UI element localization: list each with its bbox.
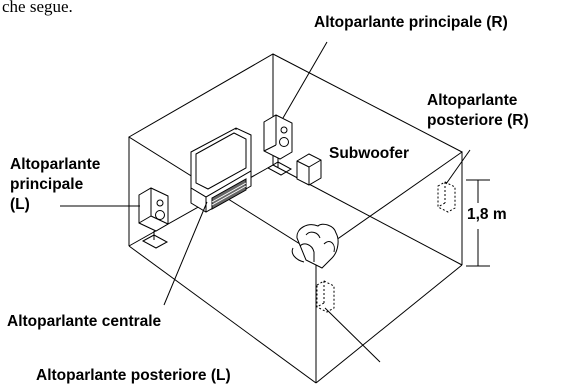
armchair (291, 223, 339, 269)
label-subwoofer: Subwoofer (329, 145, 410, 162)
height-dimension (466, 179, 490, 267)
main-speaker-right (263, 114, 293, 176)
label-main-speaker-left-line3: (L) (10, 196, 30, 213)
intro-text: che segue. (2, 0, 73, 16)
leader-lines (60, 41, 471, 363)
label-main-speaker-right: Altoparlante principale (R) (314, 14, 508, 31)
rear-speaker-right (437, 181, 456, 213)
label-main-speaker-left-line2: principale (10, 176, 84, 193)
main-speaker-left (138, 187, 169, 249)
rear-speaker-left (316, 280, 335, 313)
label-main-speaker-left-line1: Altoparlante (10, 156, 101, 173)
label-rear-speaker-left: Altoparlante posteriore (L) (36, 367, 231, 384)
tv-and-center-speaker (190, 127, 252, 213)
room-outline (128, 53, 463, 384)
subwoofer-box (296, 153, 322, 186)
label-center-speaker: Altoparlante centrale (7, 313, 162, 330)
label-rear-speaker-right-line1: Altoparlante (427, 92, 518, 109)
label-height: 1,8 m (467, 206, 507, 223)
label-rear-speaker-right-line2: posteriore (R) (427, 112, 529, 129)
